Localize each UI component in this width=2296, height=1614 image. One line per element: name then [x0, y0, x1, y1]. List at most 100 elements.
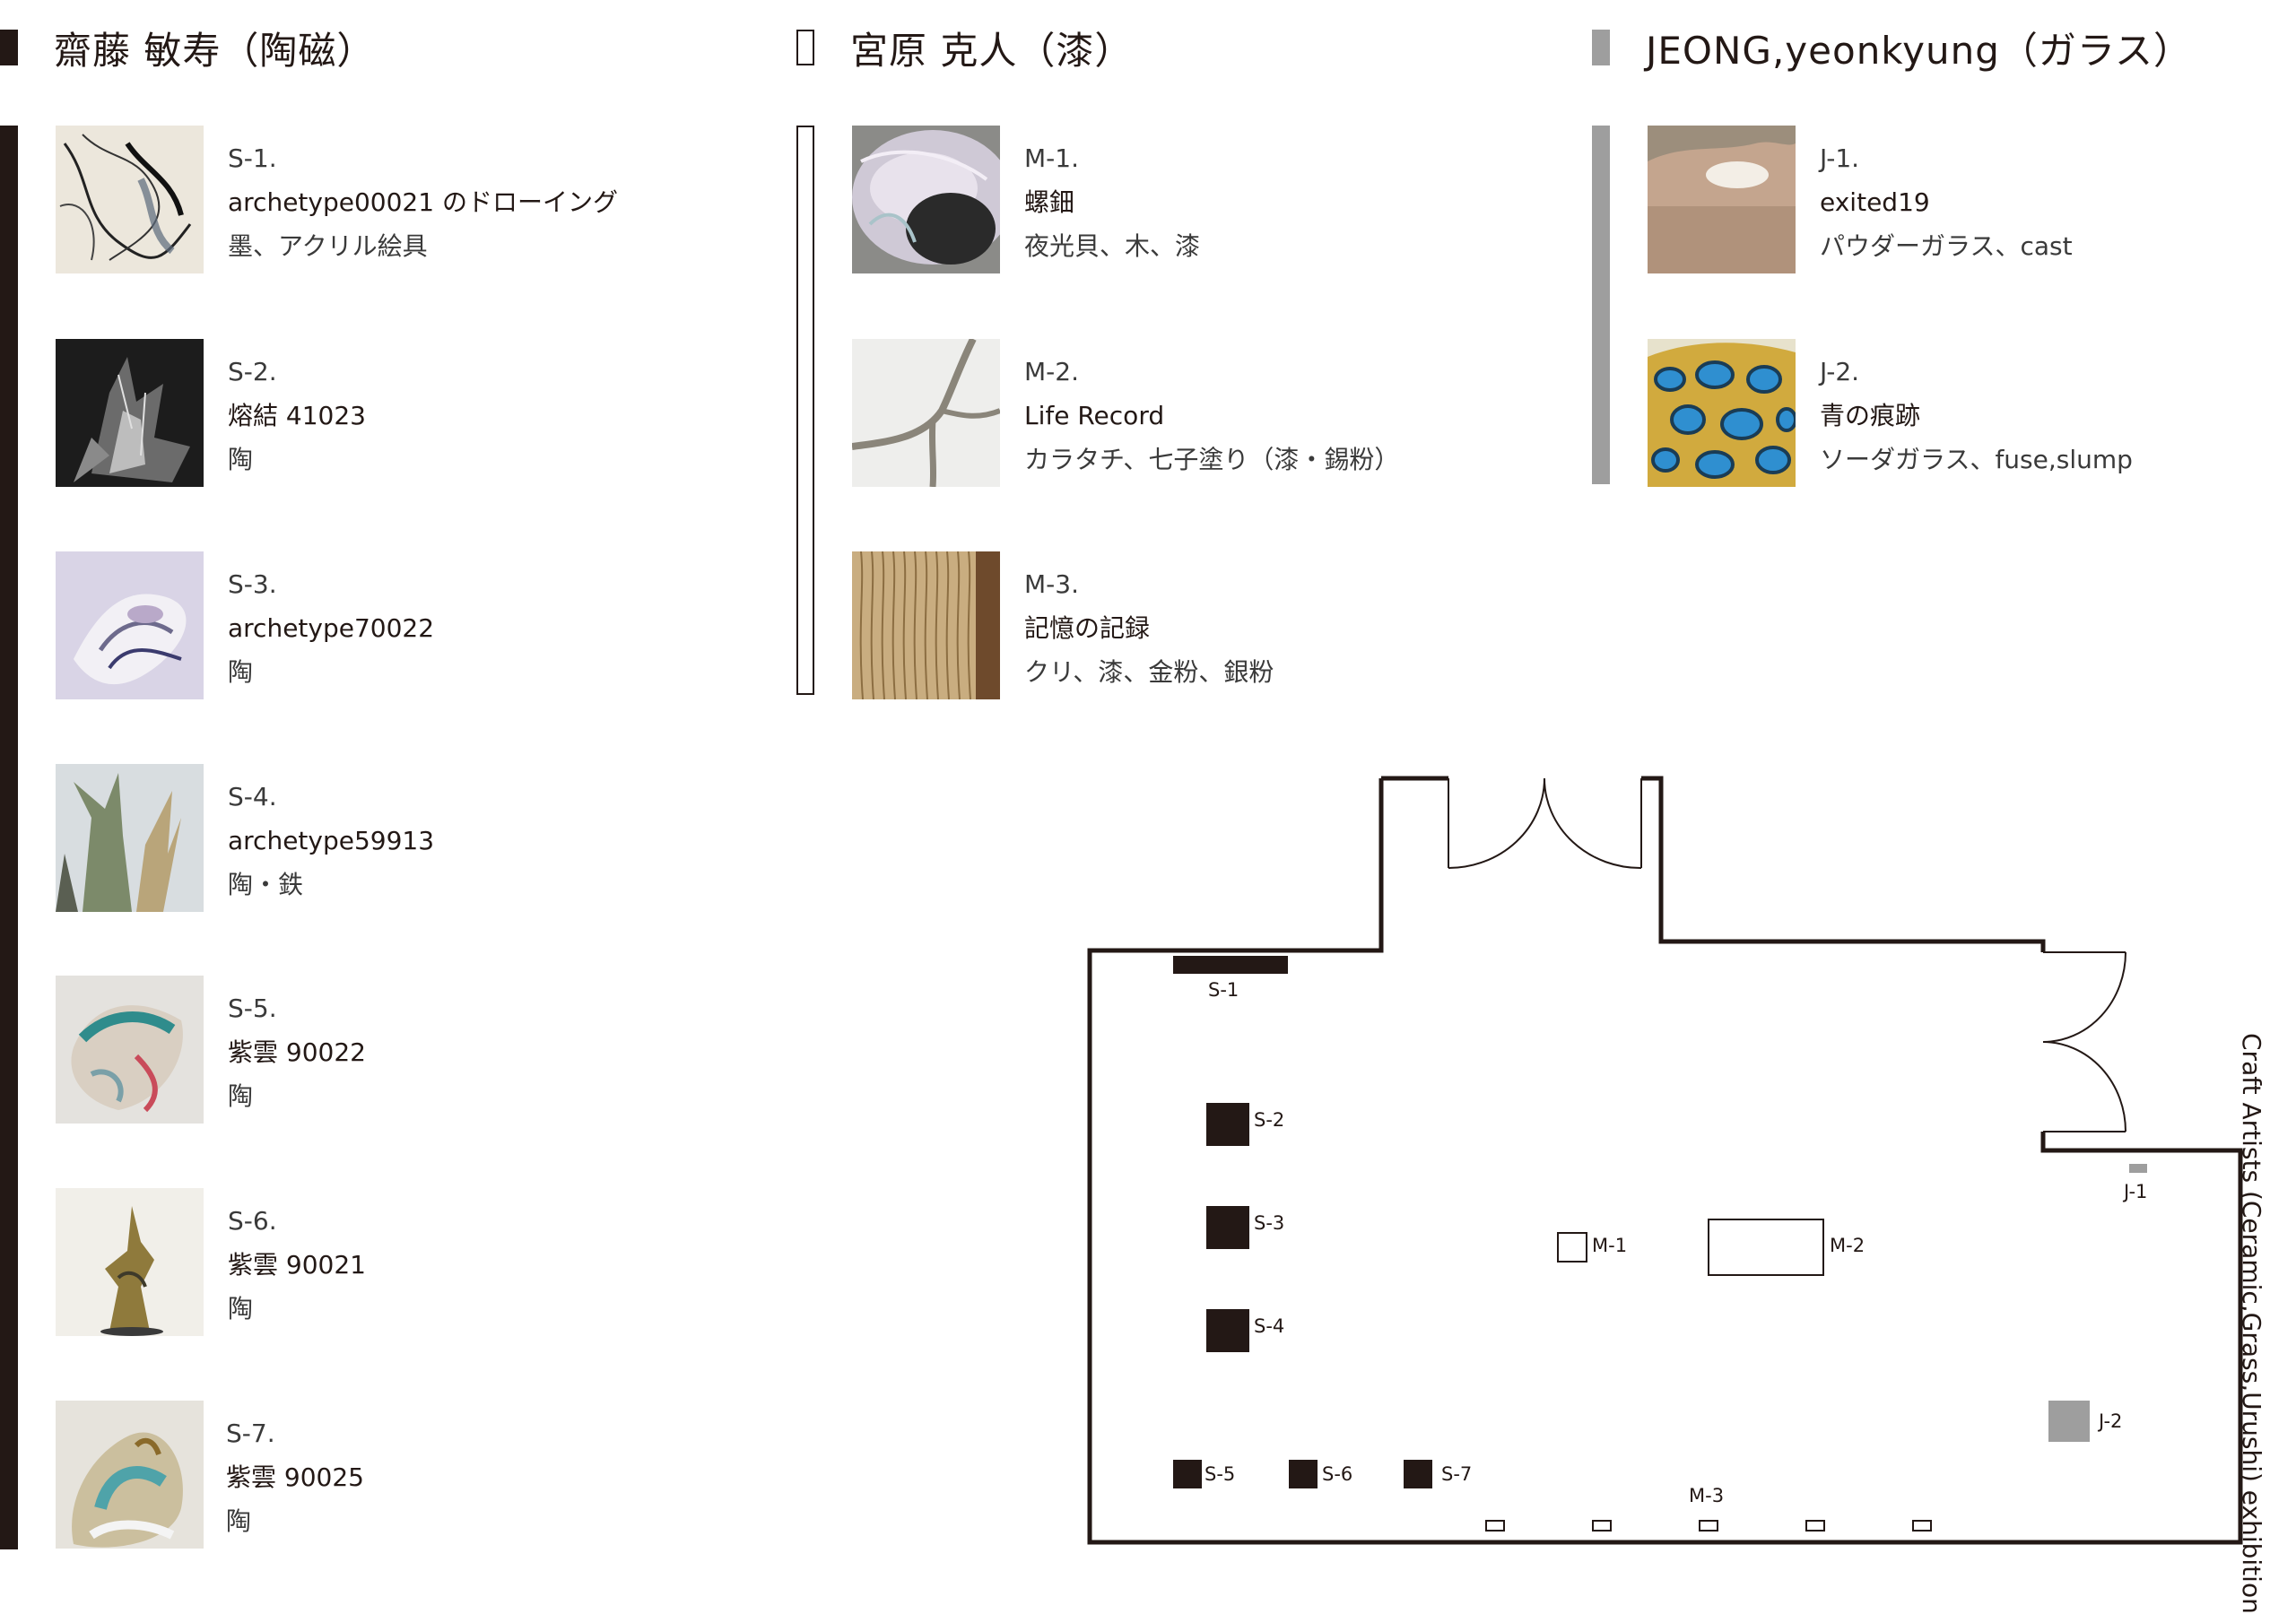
work-text: S-5. 紫雲 90022 陶 — [228, 986, 366, 1118]
work-thumbnail-sculpture — [56, 339, 204, 487]
plan-marker-j1 — [2129, 1164, 2147, 1173]
work-code: J-2. — [1820, 357, 1860, 386]
work-title: 熔結 41023 — [228, 401, 366, 430]
work-title: archetype59913 — [228, 826, 435, 855]
work-code: M-1. — [1024, 143, 1079, 173]
work-code: S-1. — [228, 143, 277, 173]
plan-label: S-3 — [1254, 1212, 1284, 1234]
plan-marker-s5 — [1173, 1460, 1202, 1488]
artist-header-saito: 齋藤 敏寿（陶磁） — [0, 16, 375, 79]
work-code: S-3. — [228, 569, 277, 599]
work-material: ソーダガラス、fuse,slump — [1820, 445, 2133, 474]
plan-label: S-1 — [1208, 979, 1239, 1001]
plan-label: J-1 — [2122, 1181, 2147, 1202]
work-material: 陶 — [228, 1081, 254, 1111]
side-door — [2042, 951, 2126, 1132]
plan-marker-s1 — [1173, 956, 1288, 974]
plan-marker-m1 — [1557, 1232, 1587, 1263]
work-code: S-7. — [226, 1419, 275, 1448]
plan-marker-s2 — [1206, 1103, 1249, 1146]
work-title: Life Record — [1024, 401, 1165, 430]
plan-label: J-2 — [2097, 1410, 2122, 1432]
work-material: カラタチ、七子塗り（漆・錫粉） — [1024, 445, 1400, 474]
work-text: S-3. archetype70022 陶 — [228, 562, 434, 694]
miyahara-column-bar — [796, 126, 814, 695]
saito-marker — [0, 30, 18, 65]
work-text: S-6. 紫雲 90021 陶 — [228, 1199, 366, 1331]
work-text: J-2. 青の痕跡 ソーダガラス、fuse,slump — [1820, 350, 2133, 482]
plan-label: S-6 — [1322, 1463, 1352, 1485]
work-thumbnail-wood-panel — [852, 551, 1000, 699]
plan-label: S-2 — [1254, 1109, 1284, 1131]
work-material: 陶 — [228, 445, 254, 474]
floor-plan-wall — [1381, 776, 2046, 952]
work-code: S-4. — [228, 782, 277, 811]
work-title: exited19 — [1820, 187, 1930, 217]
artist-header-jeong: JEONG,yeonkyung（ガラス） — [1592, 16, 2192, 79]
jeong-marker — [1592, 30, 1610, 65]
work-code: S-5. — [228, 994, 277, 1023]
artist-name: JEONG,yeonkyung（ガラス） — [1646, 28, 2193, 73]
plan-marker-m2 — [1708, 1219, 1824, 1276]
plan-label: S-4 — [1254, 1315, 1284, 1337]
work-text: S-1. archetype00021 のドローイング 墨、アクリル絵具 — [228, 136, 618, 268]
work-material: 陶・鉄 — [228, 870, 304, 899]
artist-header-miyahara: 宮原 克人（漆） — [796, 16, 1133, 79]
work-title: 紫雲 90022 — [228, 1037, 366, 1067]
work-thumbnail-sculpture — [56, 976, 204, 1124]
work-material: 夜光貝、木、漆 — [1024, 231, 1201, 261]
floor-plan-wall — [1087, 778, 2243, 1545]
work-code: M-3. — [1024, 569, 1079, 599]
work-title: 記憶の記録 — [1024, 613, 1151, 643]
work-material: 陶 — [226, 1506, 252, 1536]
artist-name: 宮原 克人（漆） — [850, 28, 1134, 73]
work-text: M-3. 記憶の記録 クリ、漆、金粉、銀粉 — [1024, 562, 1274, 694]
work-title: 紫雲 90025 — [226, 1462, 364, 1492]
entrance-door — [1448, 777, 1642, 870]
work-title: archetype00021 のドローイング — [228, 187, 618, 217]
work-thumbnail-drawing — [56, 126, 204, 273]
jeong-column-bar — [1592, 126, 1610, 484]
work-thumbnail-sculpture — [56, 1188, 204, 1336]
artist-name: 齋藤 敏寿（陶磁） — [54, 28, 376, 73]
work-material: 墨、アクリル絵具 — [228, 231, 428, 261]
work-thumbnail-branch — [852, 339, 1000, 487]
work-code: J-1. — [1820, 143, 1860, 173]
work-thumbnail-shell — [852, 126, 1000, 273]
plan-marker-j2 — [2048, 1401, 2090, 1442]
plan-marker-s6 — [1289, 1460, 1318, 1488]
work-text: M-1. 螺鈿 夜光貝、木、漆 — [1024, 136, 1200, 268]
plan-marker-m3 — [1485, 1520, 1932, 1532]
exhibition-title: Craft Artists (Ceramic,Grass,Urushi) exh… — [2237, 1033, 2266, 1614]
plan-label: S-7 — [1441, 1463, 1472, 1485]
plan-label: M-1 — [1592, 1235, 1627, 1256]
plan-label: M-3 — [1689, 1485, 1724, 1506]
work-thumbnail-sculpture — [56, 551, 204, 699]
work-code: S-2. — [228, 357, 277, 386]
plan-marker-s7 — [1404, 1460, 1432, 1488]
work-material: 陶 — [228, 1294, 254, 1323]
plan-marker-s4 — [1206, 1309, 1249, 1352]
work-material: 陶 — [228, 657, 254, 687]
work-thumbnail-glass — [1648, 339, 1796, 487]
plan-marker-s3 — [1206, 1206, 1249, 1249]
work-title: 螺鈿 — [1024, 187, 1075, 217]
work-text: S-4. archetype59913 陶・鉄 — [228, 775, 434, 907]
work-title: archetype70022 — [228, 613, 435, 643]
floor-plan: S-1 S-2 S-3 S-4 S-5 S-6 S-7 M-1 M-2 M-3 … — [1087, 776, 2243, 1545]
plan-label: M-2 — [1830, 1235, 1865, 1256]
work-material: クリ、漆、金粉、銀粉 — [1024, 657, 1274, 687]
work-text: M-2. Life Record カラタチ、七子塗り（漆・錫粉） — [1024, 350, 1399, 482]
work-title: 紫雲 90021 — [228, 1250, 366, 1280]
work-text: S-7. 紫雲 90025 陶 — [226, 1411, 364, 1543]
work-thumbnail-sculpture — [56, 764, 204, 912]
work-code: S-6. — [228, 1206, 277, 1236]
plan-label: S-5 — [1205, 1463, 1235, 1485]
saito-column-bar — [0, 126, 18, 1549]
miyahara-marker — [796, 30, 814, 65]
work-material: パウダーガラス、cast — [1820, 231, 2073, 261]
work-text: S-2. 熔結 41023 陶 — [228, 350, 366, 482]
work-text: J-1. exited19 パウダーガラス、cast — [1820, 136, 2073, 268]
work-thumbnail-glass — [1648, 126, 1796, 273]
work-title: 青の痕跡 — [1820, 401, 1921, 430]
